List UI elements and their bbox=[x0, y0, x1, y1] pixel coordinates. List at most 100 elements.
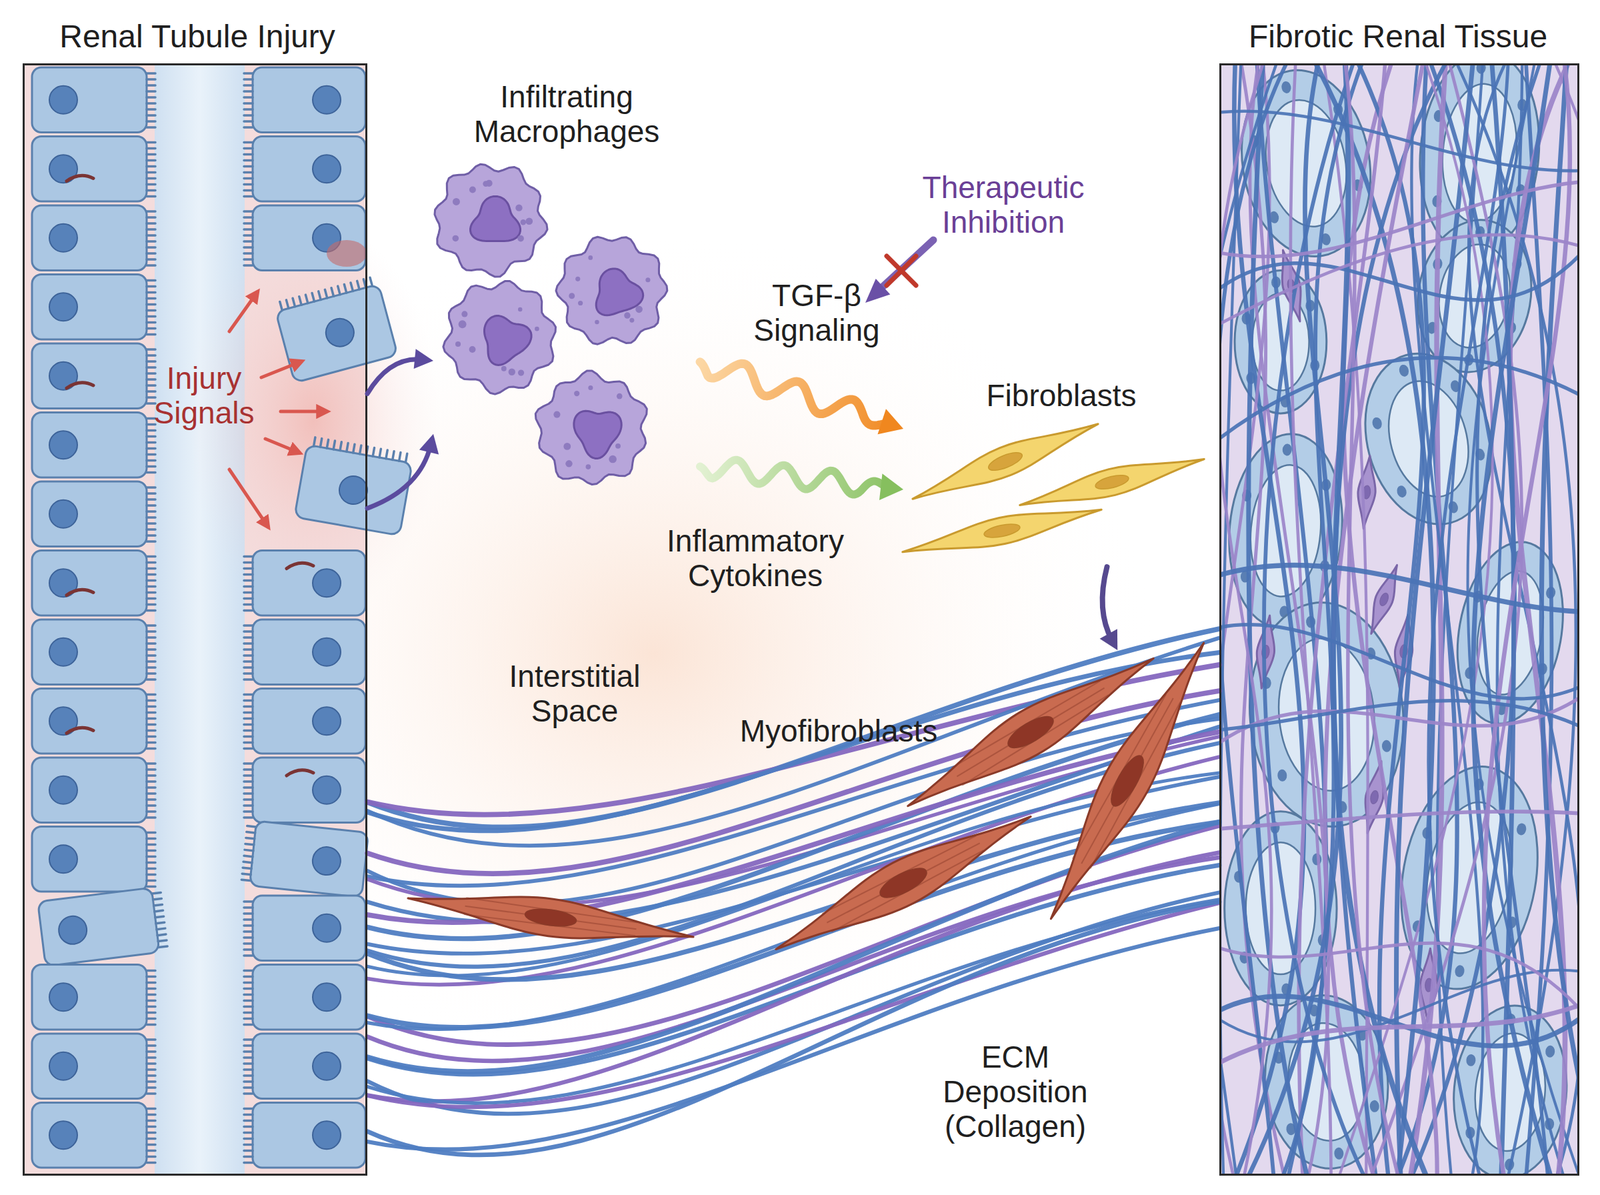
granule bbox=[455, 341, 461, 347]
cell-nucleus bbox=[1516, 822, 1528, 836]
collagen-fiber bbox=[1219, 682, 1580, 758]
cell-nucleus bbox=[49, 982, 78, 1011]
epithelial-cell bbox=[32, 412, 147, 478]
annotation-label: ECM Deposition (Collagen) bbox=[918, 1040, 1112, 1144]
granule bbox=[575, 276, 580, 282]
myofibroblast-body bbox=[765, 796, 1042, 969]
granule bbox=[588, 255, 593, 260]
granule bbox=[469, 346, 476, 353]
macrophage bbox=[434, 164, 548, 277]
granule bbox=[515, 204, 522, 211]
cell-nucleus bbox=[312, 638, 341, 666]
epithelial-cell bbox=[252, 895, 366, 961]
cell-nucleus bbox=[1105, 751, 1150, 810]
collagen-fiber bbox=[1219, 996, 1580, 1074]
microvilli bbox=[244, 970, 253, 1025]
cell-nucleus bbox=[1381, 739, 1392, 752]
collagen-fiber bbox=[1219, 624, 1580, 698]
inhibition-arrow bbox=[882, 240, 934, 287]
cell-nucleus bbox=[312, 914, 341, 942]
signal-arrow bbox=[700, 460, 904, 500]
microvilli bbox=[146, 970, 156, 1025]
epithelial-cell bbox=[252, 550, 366, 616]
microvilli bbox=[241, 826, 256, 881]
epithelial-cell bbox=[252, 757, 366, 823]
striation bbox=[822, 834, 976, 916]
signal-arrow bbox=[700, 362, 904, 435]
annotation-label: Interstitial Space bbox=[474, 659, 675, 729]
microvilli bbox=[146, 142, 156, 197]
epithelial-cell bbox=[32, 1033, 147, 1099]
microvilli bbox=[146, 832, 156, 887]
microvilli bbox=[244, 1108, 253, 1163]
epithelial-cell bbox=[252, 1102, 366, 1168]
displaced-cell bbox=[38, 886, 169, 966]
microvilli bbox=[244, 625, 253, 680]
annotation-label: Injury Signals bbox=[134, 361, 274, 431]
granule bbox=[452, 198, 460, 206]
microvilli bbox=[244, 763, 253, 818]
node-title: Myofibroblasts bbox=[740, 714, 938, 749]
collagen-fiber bbox=[1219, 564, 1580, 612]
granule bbox=[517, 235, 524, 242]
damage-mark bbox=[286, 770, 314, 776]
granule bbox=[452, 235, 460, 242]
epithelial-cell bbox=[32, 826, 147, 892]
injury-arrow bbox=[229, 292, 258, 332]
microvilli bbox=[152, 892, 168, 948]
node-title: Infiltrating Macrophages bbox=[433, 80, 700, 150]
cell-nucleus bbox=[982, 521, 1021, 540]
microvilli bbox=[244, 73, 253, 128]
macrophage-body bbox=[556, 236, 668, 344]
injury-arrow bbox=[261, 361, 302, 378]
epithelial-cell bbox=[32, 757, 147, 823]
epithelial-cell bbox=[32, 550, 147, 616]
arrow-head bbox=[877, 408, 904, 434]
cell-nucleus bbox=[312, 568, 341, 597]
node-title: Fibroblasts bbox=[986, 378, 1137, 414]
detached-cell bbox=[294, 436, 414, 536]
macrophage-body bbox=[434, 164, 548, 277]
collagen-fiber bbox=[1219, 811, 1580, 830]
cell-nucleus bbox=[1378, 592, 1390, 607]
cell-nucleus bbox=[1371, 416, 1384, 430]
damaged-patch bbox=[326, 240, 367, 267]
collagen-fiber bbox=[367, 928, 1220, 1150]
striation bbox=[1081, 698, 1174, 864]
epithelial-cell bbox=[249, 820, 368, 898]
epithelial-cell bbox=[252, 1033, 366, 1099]
edge-label: Inflammatory Cytokines bbox=[628, 524, 882, 594]
damage-mark bbox=[66, 175, 94, 181]
microvilli bbox=[244, 694, 253, 749]
cell-nucleus bbox=[1280, 80, 1292, 94]
epithelial-cell bbox=[252, 619, 366, 685]
collagen-fiber bbox=[1219, 180, 1580, 257]
collagen-fiber bbox=[1219, 234, 1580, 334]
cell-nucleus bbox=[470, 196, 521, 241]
connector-line bbox=[1102, 566, 1113, 640]
granule bbox=[568, 292, 575, 299]
macrophage-cluster: Infiltrating Macrophages bbox=[433, 80, 700, 487]
microvilli bbox=[244, 901, 253, 956]
granule bbox=[629, 318, 634, 323]
arrow-head bbox=[419, 434, 439, 455]
signal-wave bbox=[700, 362, 891, 426]
epithelial-cell bbox=[32, 205, 147, 271]
granule bbox=[518, 369, 524, 376]
cell-nucleus bbox=[49, 500, 78, 528]
interstitial-cell bbox=[1354, 454, 1378, 530]
microvilli bbox=[244, 1039, 253, 1094]
myofibroblast-group: Myofibroblasts bbox=[400, 650, 1220, 964]
striation bbox=[830, 850, 985, 932]
epithelial-cell bbox=[32, 481, 147, 547]
cell-nucleus bbox=[1277, 768, 1288, 782]
epithelial-cell bbox=[32, 274, 147, 340]
granule bbox=[608, 455, 617, 464]
myofibroblasts bbox=[405, 632, 1224, 970]
microvilli bbox=[146, 280, 156, 335]
cell-nucleus bbox=[524, 906, 578, 929]
cell-nucleus bbox=[49, 638, 78, 666]
granule bbox=[553, 411, 560, 418]
striation bbox=[956, 688, 1104, 777]
